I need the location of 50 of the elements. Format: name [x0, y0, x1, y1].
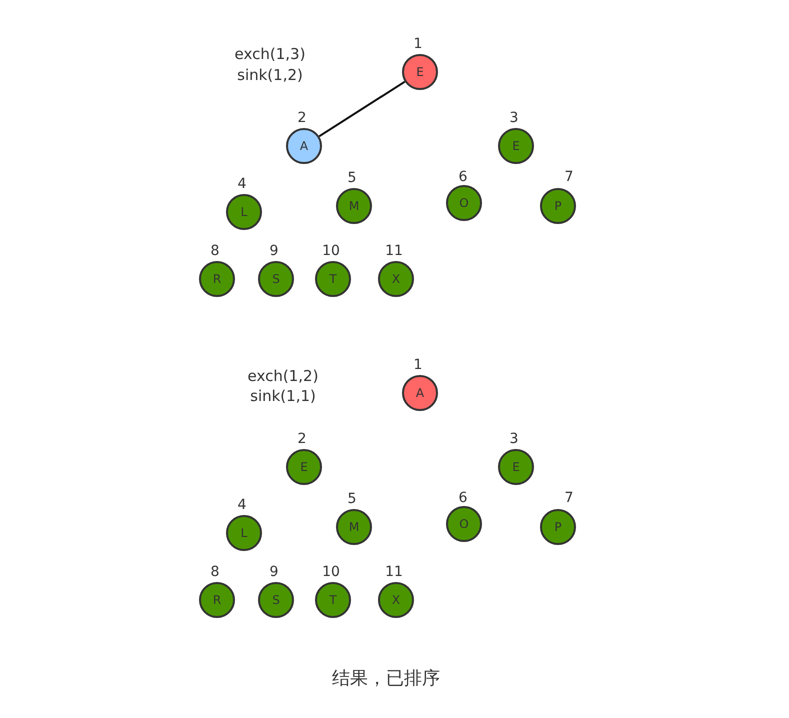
node-circle: X	[378, 582, 414, 618]
index-number: 2	[298, 431, 306, 447]
node-circle: O	[446, 506, 482, 542]
node-circle: S	[258, 582, 294, 618]
node-circle: R	[199, 261, 235, 297]
index-number: 11	[385, 243, 403, 259]
index-number: 6	[458, 169, 468, 185]
node-circle: T	[315, 582, 351, 618]
index-number: 10	[322, 564, 340, 580]
index-number: 9	[270, 564, 278, 580]
caption: 结果，已排序	[332, 667, 440, 690]
index-number: 5	[348, 491, 356, 507]
index-number: 1	[414, 357, 422, 373]
operation-note: exch(1,3)	[234, 45, 306, 63]
node-circle: A	[402, 375, 438, 411]
node-circle: M	[336, 188, 372, 224]
node-circle: P	[540, 188, 576, 224]
index-number: 10	[322, 243, 340, 259]
node-circle: M	[336, 509, 372, 545]
node-circle: R	[199, 582, 235, 618]
index-number: 8	[210, 564, 220, 580]
operation-note: exch(1,2)	[248, 367, 318, 385]
node-circle: E	[498, 128, 534, 164]
tree-edge	[318, 80, 406, 138]
index-number: 4	[238, 497, 246, 513]
node-circle: T	[315, 261, 351, 297]
index-number: 9	[270, 243, 278, 259]
index-number: 3	[510, 110, 518, 126]
node-circle: S	[258, 261, 294, 297]
index-number: 5	[348, 170, 356, 186]
node-circle: P	[540, 509, 576, 545]
index-number: 7	[564, 490, 574, 506]
node-circle: L	[226, 194, 262, 230]
node-circle: L	[226, 515, 262, 551]
operation-note: sink(1,2)	[237, 66, 303, 84]
index-number: 3	[510, 431, 518, 447]
node-circle: E	[286, 449, 322, 485]
index-number: 1	[414, 36, 422, 52]
index-number: 6	[458, 490, 468, 506]
index-number: 11	[385, 564, 403, 580]
operation-note: sink(1,1)	[250, 387, 316, 405]
node-circle: E	[402, 54, 438, 90]
index-number: 8	[210, 243, 220, 259]
node-circle: X	[378, 261, 414, 297]
node-circle: E	[498, 449, 534, 485]
index-number: 7	[564, 169, 574, 185]
index-number: 2	[298, 110, 306, 126]
node-circle: A	[286, 128, 322, 164]
node-circle: O	[446, 185, 482, 221]
index-number: 4	[238, 176, 246, 192]
